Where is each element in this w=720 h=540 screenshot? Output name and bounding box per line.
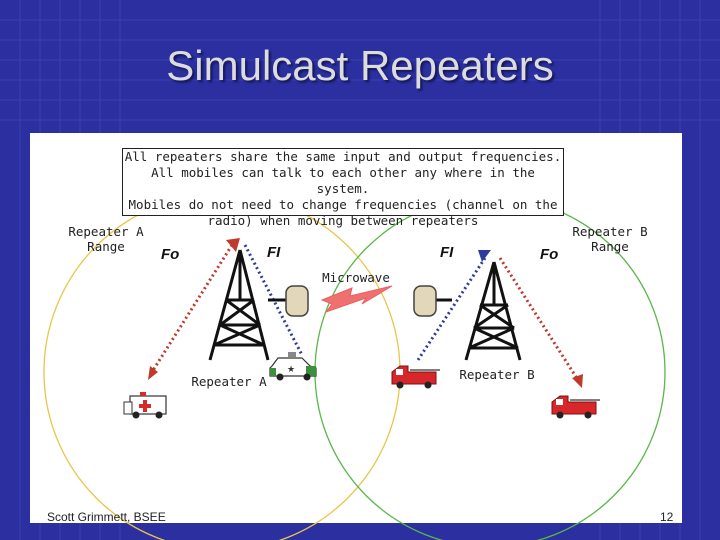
arrowhead-a-in [226,238,240,252]
arrowhead-b-in [478,250,491,262]
dish-icon [413,285,452,317]
tower-icon [464,261,522,361]
slide-title: Simulcast Repeaters [166,42,554,89]
lightning-icon [320,285,393,314]
ambulance-icon [123,392,167,419]
info-line: All repeaters share the same input and o… [124,149,562,164]
fire-truck-icon [551,395,600,419]
tower-icon [208,249,270,361]
microwave-label: Microwave [322,270,390,285]
dish-icon [268,285,309,317]
author-footer: Scott Grimmett, BSEE [47,510,166,524]
repeater-a-label: Repeater A [191,374,267,389]
fire-truck-icon [391,365,440,389]
link-b-output [498,257,580,381]
freq-input-a: FI [267,244,281,261]
arrowhead-a-out [148,366,158,380]
freq-output-a: Fo [161,246,180,263]
freq-output-b: Fo [540,246,559,263]
police-car-icon: ★ [269,352,317,381]
info-line: Mobiles do not need to change frequencie… [128,197,558,212]
link-a-output [150,244,234,373]
freq-input-b: FI [440,244,454,261]
svg-text:★: ★ [287,365,295,375]
range-a-label: Repeater A Range [68,224,144,254]
info-line: All mobiles can talk to each other any w… [151,165,535,196]
link-b-input [416,257,487,361]
arrowhead-b-out [572,374,583,388]
info-line: radio) when moving between repeaters [207,213,479,228]
page-number: 12 [660,510,674,524]
repeater-b-label: Repeater B [459,367,535,382]
range-b-label: Repeater B Range [572,224,648,254]
info-box: All repeaters share the same input and o… [122,148,564,228]
